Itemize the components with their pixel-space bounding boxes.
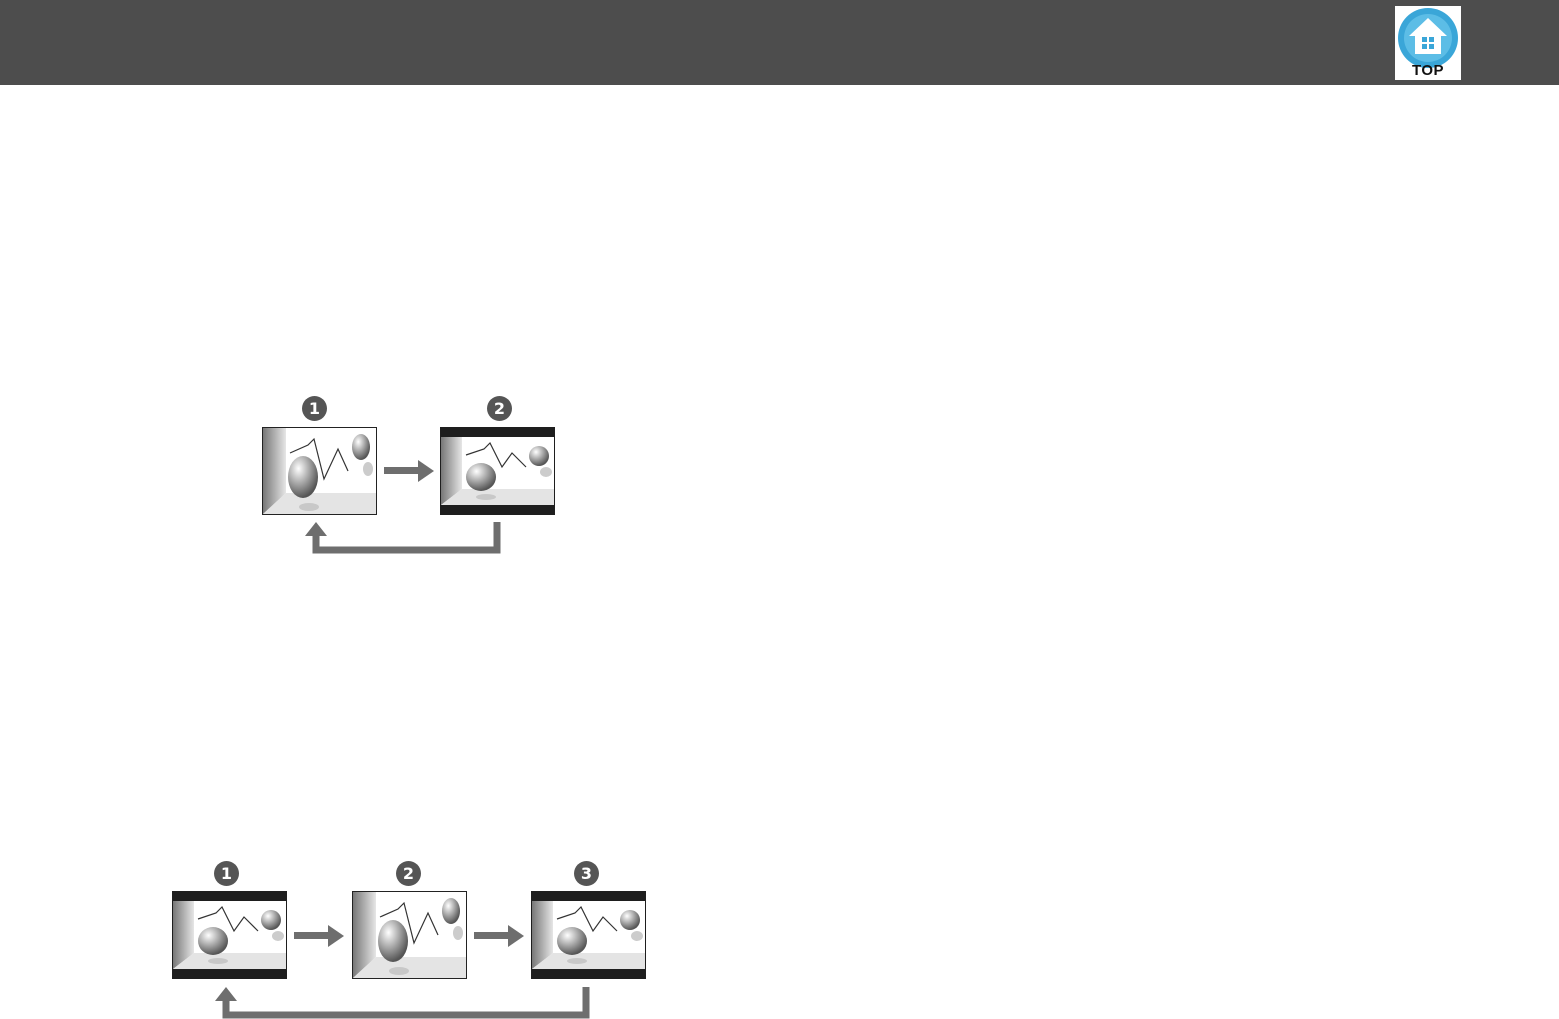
return-loop-arrow [215, 987, 595, 1019]
top-button[interactable]: TOP [1395, 6, 1461, 80]
step-number-badge: 3 [574, 861, 599, 886]
letterbox-image-frame [440, 427, 555, 515]
top-button-label: TOP [1395, 62, 1461, 79]
return-loop-arrow [305, 522, 505, 556]
right-arrow [384, 460, 434, 482]
right-arrow [474, 925, 524, 947]
letterbox-image-frame [531, 891, 646, 979]
step-number-badge: 2 [487, 396, 512, 421]
full-screen-image-frame [262, 427, 377, 515]
letterbox-image-frame [172, 891, 287, 979]
full-screen-image-frame [352, 891, 467, 979]
step-number-badge: 1 [302, 396, 327, 421]
step-number-badge: 2 [396, 861, 421, 886]
step-number-badge: 1 [214, 861, 239, 886]
header-bar [0, 0, 1559, 85]
right-arrow [294, 925, 344, 947]
